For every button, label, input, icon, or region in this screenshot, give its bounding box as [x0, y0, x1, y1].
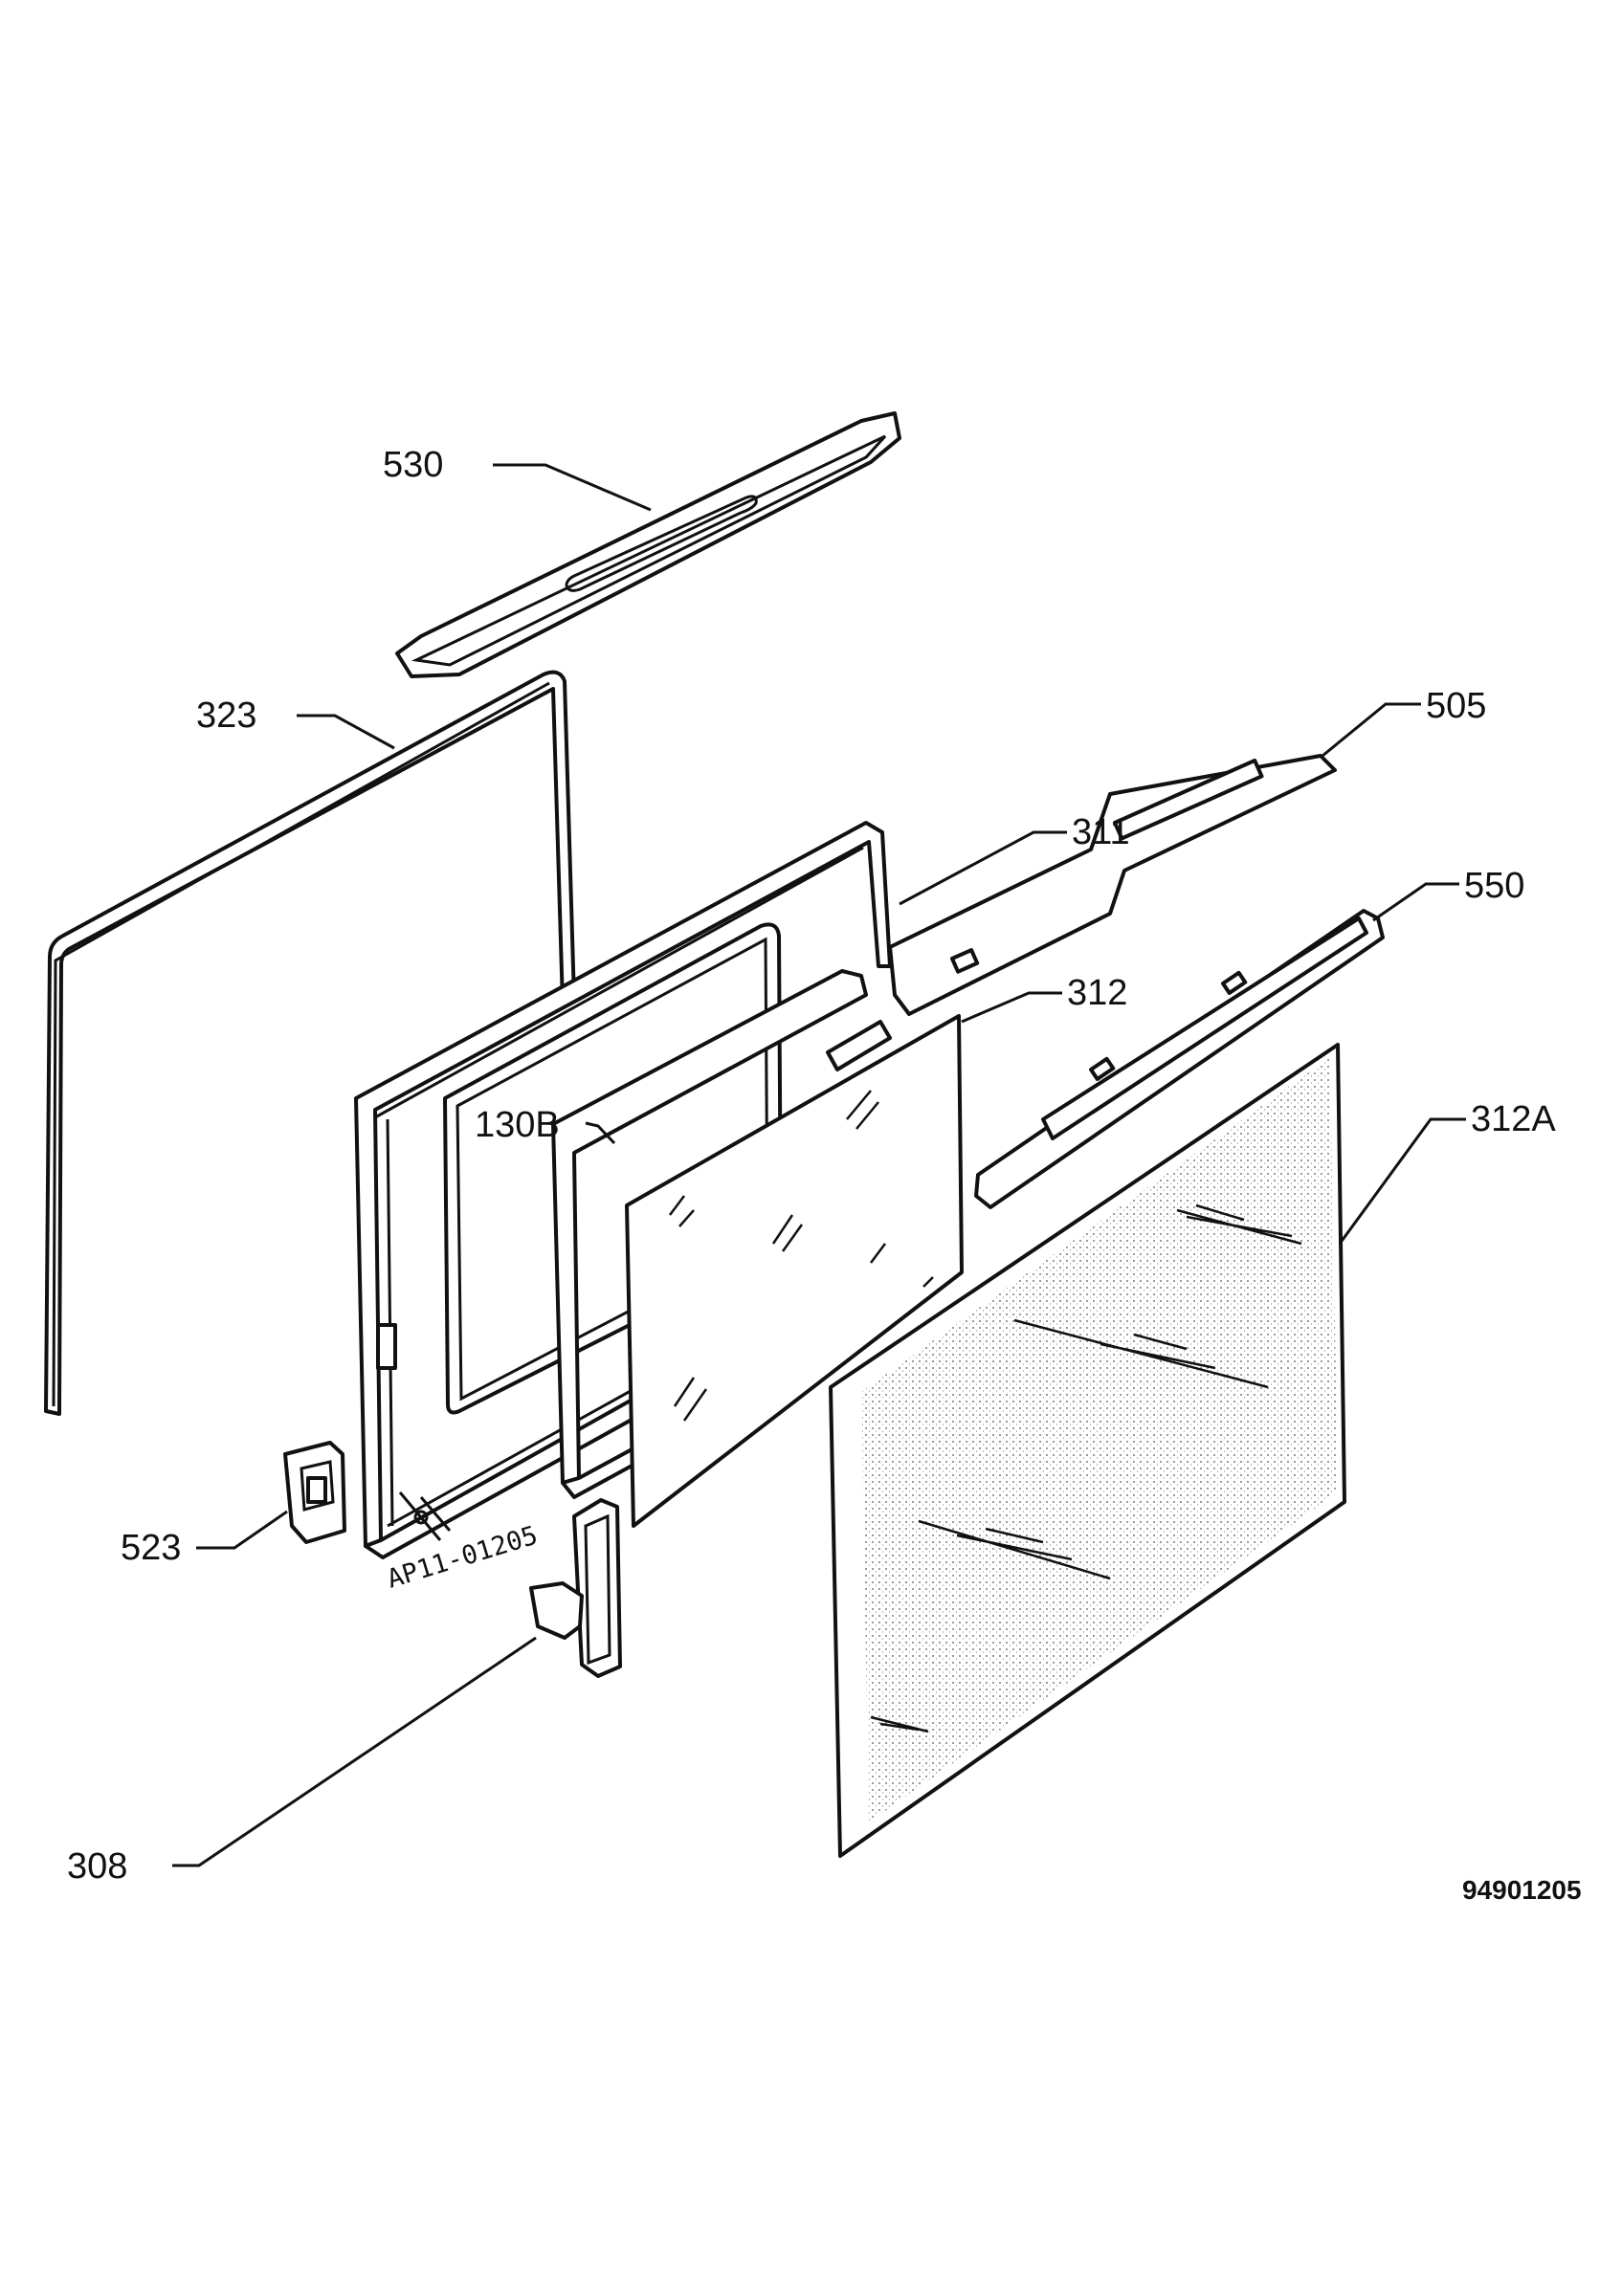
part-308-right-hinge	[529, 1498, 622, 1678]
label-130b: 130B	[475, 1105, 560, 1145]
leader-312	[961, 991, 1062, 1024]
part-550-hinge-rail	[974, 909, 1385, 1209]
leader-311	[899, 830, 1067, 906]
label-523: 523	[121, 1528, 181, 1568]
label-308: 308	[67, 1846, 127, 1887]
leader-323	[297, 714, 395, 750]
leader-523	[196, 1510, 288, 1550]
document-number: 94901205	[1462, 1875, 1582, 1905]
leader-lines	[172, 463, 1466, 1867]
leader-505	[1322, 702, 1421, 758]
leader-130b	[585, 1121, 616, 1145]
part-312a-outer-glass	[829, 1043, 1346, 1858]
label-505: 505	[1426, 686, 1486, 726]
part-523-left-hinge	[283, 1441, 346, 1544]
label-323: 323	[196, 695, 256, 736]
label-550: 550	[1464, 866, 1524, 906]
leader-550	[1372, 882, 1459, 922]
label-312: 312	[1067, 973, 1127, 1013]
leader-312a	[1338, 1117, 1466, 1245]
leader-530	[493, 463, 652, 512]
part-323-door-seal	[44, 670, 576, 1416]
leader-308	[172, 1636, 537, 1867]
label-311: 311	[1072, 812, 1130, 852]
label-312a: 312A	[1471, 1099, 1556, 1139]
part-505-support-rail	[888, 754, 1337, 1016]
part-130b-inner-glass	[625, 1014, 964, 1528]
part-530-top-trim	[395, 411, 901, 678]
label-530: 530	[383, 445, 443, 485]
